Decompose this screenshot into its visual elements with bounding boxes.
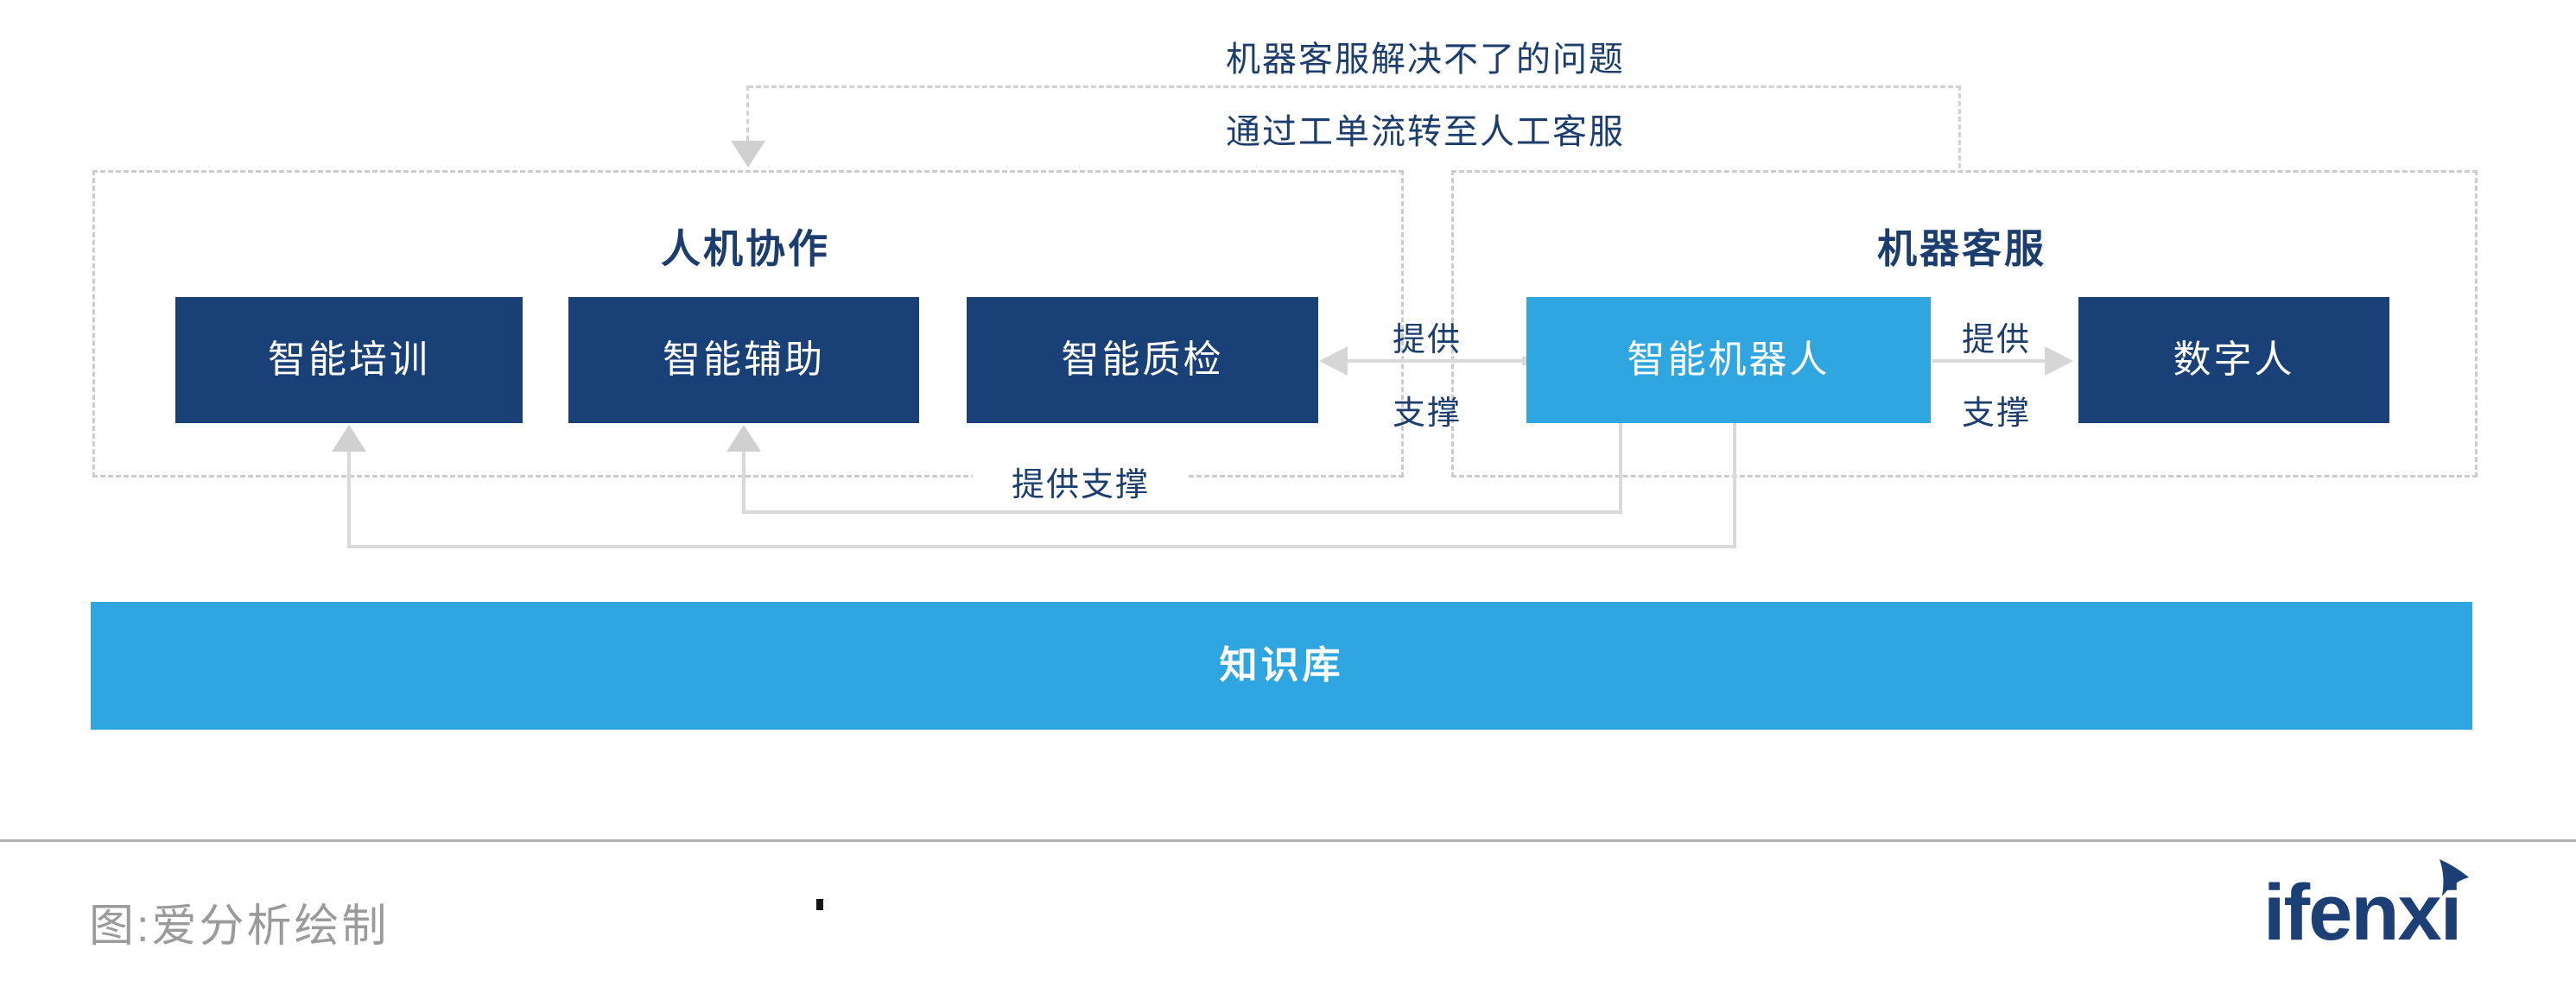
inner-elbow-up-segment bbox=[742, 449, 746, 514]
top-connector-horizontal-line bbox=[748, 85, 1961, 88]
group-box-human-machine bbox=[92, 170, 1404, 478]
node-intelligent-robot: 智能机器人 bbox=[1526, 297, 1931, 423]
arrow-up-icon bbox=[332, 425, 366, 452]
node-intelligent-assist: 智能辅助 bbox=[568, 297, 919, 423]
top-flow-line2: 通过工单流转至人工客服 bbox=[1226, 113, 1625, 151]
arrow-left-icon bbox=[1319, 346, 1348, 376]
support-right-line2: 支撑 bbox=[1961, 395, 2031, 432]
knowledge-base-bar: 知识库 bbox=[91, 602, 2472, 730]
arrow-up-icon bbox=[726, 425, 761, 452]
footer-caption: 图:爱分析绘制 bbox=[89, 902, 390, 952]
group-box-machine-cs bbox=[1451, 170, 2478, 478]
support-left-line1: 提供 bbox=[1392, 322, 1462, 358]
logo-swoosh-icon bbox=[2440, 859, 2469, 896]
outer-elbow-down-segment bbox=[1733, 423, 1736, 548]
top-connector-right-leg bbox=[1958, 85, 1961, 168]
outer-elbow-horizontal-segment bbox=[347, 545, 1736, 548]
support-bottom-label: 提供支撑 bbox=[973, 463, 1189, 508]
node-intelligent-training: 智能培训 bbox=[175, 297, 523, 423]
inner-elbow-down-segment bbox=[1619, 423, 1622, 514]
group-title-human-machine: 人机协作 bbox=[661, 226, 830, 271]
stray-period-mark bbox=[816, 899, 823, 910]
top-connector-left-leg bbox=[746, 85, 749, 141]
robot-to-digital-line bbox=[1932, 359, 2048, 363]
ifenxi-logo: ifenxi bbox=[2263, 869, 2462, 957]
footer-divider bbox=[0, 839, 2576, 842]
node-intelligent-qc: 智能质检 bbox=[967, 297, 1318, 423]
support-left-line2: 支撑 bbox=[1392, 395, 1462, 432]
support-right-line1: 提供 bbox=[1961, 322, 2031, 358]
inner-elbow-horizontal-segment bbox=[742, 510, 1622, 514]
top-flow-line1: 机器客服解决不了的问题 bbox=[1226, 41, 1625, 79]
node-digital-human: 数字人 bbox=[2078, 297, 2389, 423]
robot-to-qc-line bbox=[1344, 359, 1527, 363]
outer-elbow-up-segment bbox=[347, 449, 351, 548]
arrow-down-icon bbox=[731, 141, 765, 168]
arrow-right-icon bbox=[2045, 346, 2073, 376]
group-title-machine-cs: 机器客服 bbox=[1877, 226, 2046, 271]
